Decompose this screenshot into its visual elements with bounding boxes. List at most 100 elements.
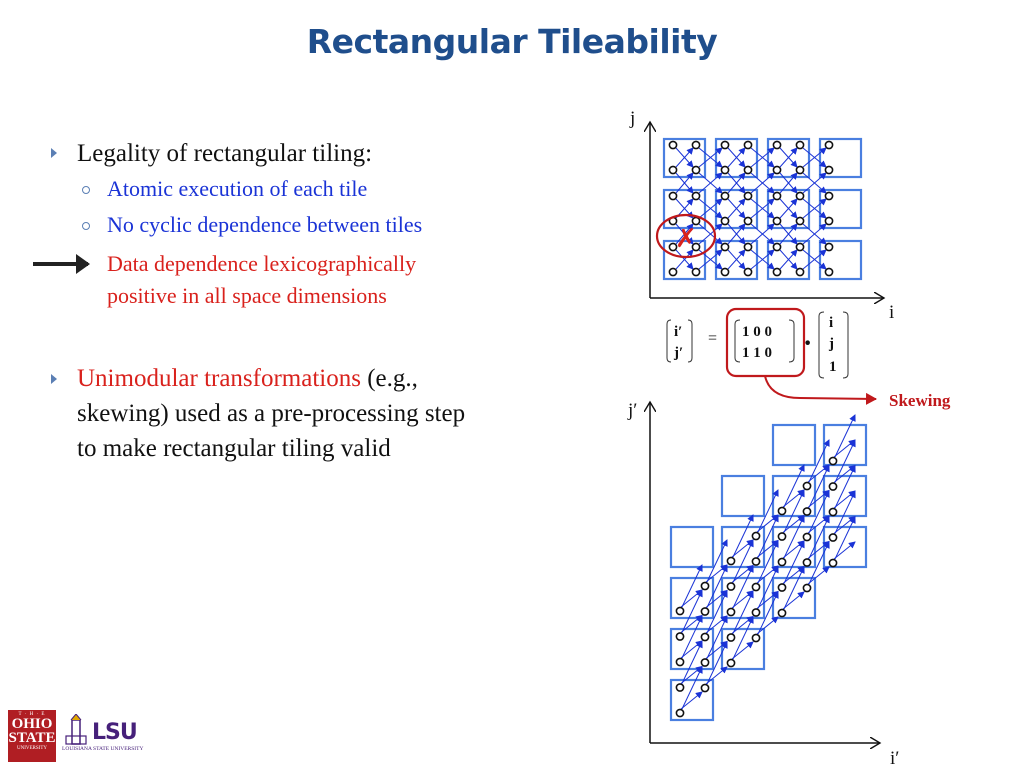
bottom-iteration-point (777, 608, 787, 618)
bottom-tile (669, 627, 715, 671)
bottom-dep-arrow (680, 640, 703, 659)
top-iteration-point (772, 216, 782, 226)
bottom-iteration-point (751, 633, 761, 643)
bottom-dep-arrow (783, 566, 805, 610)
sub-bullet-atomic: Atomic execution of each tile (107, 176, 368, 201)
bottom-dep-arrow (756, 565, 779, 584)
top-dep-arrow (727, 223, 746, 245)
top-dep-arrow (779, 223, 798, 245)
bottom-iteration-point (751, 557, 761, 566)
top-iteration-point (824, 242, 834, 252)
bottom-dep-arrow (834, 439, 856, 483)
bottom-iteration-points (675, 456, 838, 718)
top-dep-arrow (779, 198, 798, 219)
top-tile (714, 188, 759, 230)
bottom-dep-arrow (706, 590, 728, 634)
top-iteration-point (720, 267, 730, 277)
bottom-dep-arrow (706, 539, 728, 583)
bottom-dep-arrow (681, 640, 703, 684)
bottom-iteration-point (675, 657, 685, 667)
top-iteration-point (824, 267, 834, 277)
bottom-dep-arrow (706, 564, 728, 608)
bottom-iteration-point (777, 583, 787, 592)
top-iteration-point (795, 242, 805, 252)
bottom-iteration-point (751, 582, 761, 592)
top-iteration-point (691, 140, 701, 150)
top-iteration-point (668, 140, 678, 150)
bottom-iteration-point (726, 556, 736, 566)
bullet-unimodular-line3: to make rectangular tiling valid (77, 435, 391, 462)
bottom-iteration-point (777, 557, 787, 567)
slide-title: Rectangular Tileability (306, 22, 718, 61)
bottom-dep-arrow (833, 439, 856, 458)
bottom-iteration-point (802, 583, 812, 593)
equals-sign: = (708, 330, 717, 347)
bottom-dep-arrow (732, 565, 754, 609)
top-iteration-point (720, 165, 730, 175)
bottom-dep-arrow (783, 489, 805, 533)
rhs-i: i (829, 315, 833, 331)
bottom-dep-arrow (731, 615, 754, 634)
bottom-dep-arrow (757, 565, 779, 609)
top-iteration-point (720, 140, 730, 150)
bottom-dep-arrow (756, 539, 779, 558)
violation-circle (655, 213, 717, 259)
dot-operator: · (803, 328, 812, 359)
top-iteration-point (772, 242, 782, 252)
bullet-legality: Legality of rectangular tiling: (77, 140, 373, 167)
top-iteration-point (691, 267, 701, 277)
bottom-dep-arrow (680, 614, 703, 633)
bottom-dep-arrow (834, 465, 856, 509)
top-tiles-group (662, 137, 863, 281)
top-iteration-point (795, 165, 805, 175)
bottom-dep-arrow (808, 439, 830, 483)
top-dep-arrow (698, 172, 723, 194)
top-iteration-point (772, 191, 782, 201)
top-dep-arrow (727, 147, 746, 168)
top-dep-arrow (750, 249, 775, 270)
top-iteration-point (691, 242, 701, 252)
top-dep-arrow (779, 172, 798, 194)
top-tile (818, 239, 863, 281)
top-tile (818, 188, 863, 230)
bottom-dep-arrow (681, 666, 703, 710)
bottom-dep-arrow (808, 464, 830, 508)
top-iteration-point (795, 216, 805, 226)
bottom-dep-arrow (732, 616, 754, 660)
bottom-axis-label-jprime: j′ (627, 400, 637, 421)
bottom-dep-arrow (705, 666, 728, 685)
bottom-iteration-point (777, 506, 787, 516)
top-iteration-point (743, 140, 753, 150)
bottom-dep-arrow (756, 590, 779, 609)
top-tile (818, 137, 863, 179)
top-iteration-point (772, 165, 782, 175)
top-tile (714, 137, 759, 179)
top-dep-arrow (802, 172, 827, 194)
bottom-dep-arrow (833, 490, 856, 509)
top-iteration-point (795, 191, 805, 201)
bottom-dep-arrow (706, 615, 728, 659)
top-tile (766, 239, 811, 281)
bullet-marker (51, 374, 57, 384)
bottom-iteration-point (675, 708, 685, 718)
bottom-dep-arrow (808, 515, 830, 559)
bottom-dep-arrow (705, 615, 728, 634)
university-logos: T · H · E OHIO STATE UNIVERSITY LSU LOUI… (8, 710, 158, 762)
bottom-iteration-point (828, 533, 838, 542)
top-tile (662, 239, 707, 281)
top-iteration-point (743, 242, 753, 252)
bottom-tiles-group (669, 423, 868, 722)
bullet-unimodular: Unimodular transformations (e.g., (77, 361, 418, 396)
bottom-dep-arrow (680, 665, 703, 684)
bottom-dep-arrow (834, 490, 856, 534)
bottom-tile (669, 678, 715, 722)
bullet-unimodular-line2: skewing) used as a pre-processing step (77, 400, 466, 427)
osu-logo: T · H · E OHIO STATE UNIVERSITY (8, 710, 56, 762)
bottom-iteration-point (751, 608, 761, 617)
lsu-logo-subtext: LOUISIANA STATE UNIVERSITY (62, 746, 144, 752)
bottom-dep-arrow (705, 564, 728, 583)
top-iteration-point (720, 216, 730, 226)
top-dep-arrow (750, 198, 775, 219)
bottom-dep-arrow (731, 641, 754, 660)
top-dep-arrow (698, 198, 723, 219)
